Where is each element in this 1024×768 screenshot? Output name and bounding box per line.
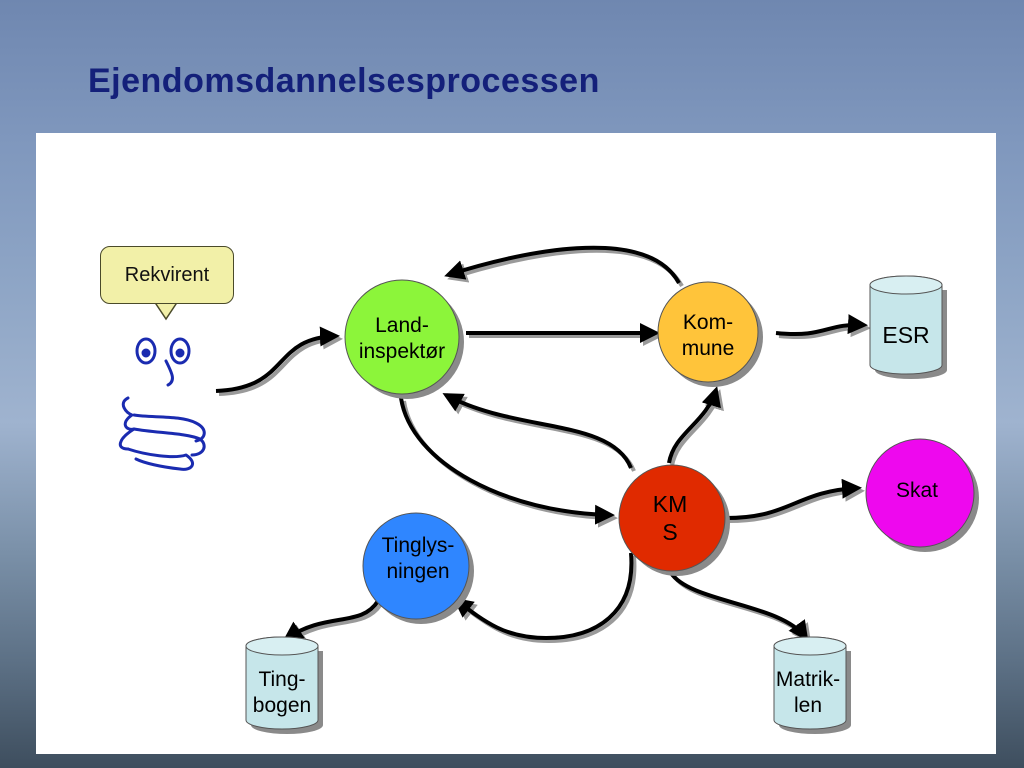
slide-title: Ejendomsdannelsesprocessen [88,62,600,100]
rekvirent-figure [118,337,206,471]
tingbogen-label-line1: Ting- [258,668,306,691]
edge-kms-matriklen [669,571,809,642]
esr-label-line1: ESR [882,322,930,348]
matriklen-label-line1: Matrik- [775,668,841,691]
kms-label-line1: KM [652,491,688,517]
tingbogen-label-line2: bogen [252,694,312,717]
kms-label-line2: S [662,519,678,545]
edge-kms-landinspektor [442,393,633,469]
edge-shadows [218,248,871,645]
landinspektor-label-line2: inspektør [358,340,446,363]
landinspektor-label-line1: Land- [375,314,429,337]
kms-label: KM S [653,490,688,546]
db-esr [869,275,947,379]
node-kommune [657,281,759,383]
edge-kms-tinglysningen [452,552,634,641]
kommune-label-line2: mune [681,337,735,360]
tingbogen-label: Ting- bogen [253,667,311,719]
db-tingbogen [245,636,323,734]
diagram-graphics [118,245,979,734]
kommune-label-line1: Kom- [682,311,734,334]
node-kms [618,464,726,572]
tinglysningen-label-line1: Tinglys- [381,534,455,557]
matriklen-label-line2: len [793,694,823,717]
landinspektor-label: Land- inspektør [359,313,445,365]
edge-kommune-landinspektor [444,245,681,284]
edge-kommune-esr [775,314,868,336]
bubble-tail [153,300,179,321]
kommune-label: Kom- mune [682,310,735,362]
node-landinspektor [344,279,460,395]
diagram-canvas: Rekvirent Land- inspektør Kom- mune KM S… [36,133,996,754]
skat-label-line1: Skat [895,479,939,502]
matriklen-label: Matrik- len [776,667,840,719]
rekvirent-speech-bubble: Rekvirent [100,246,234,304]
edge-kms-skat [725,478,862,520]
edge-rekvirent-landinspektor [215,326,340,393]
esr-label: ESR [882,322,929,348]
skat-label: Skat [896,478,938,504]
edge-tinglysningen-tingbogen [282,599,380,642]
db-matriklen [773,636,851,734]
tinglysningen-label-line2: ningen [386,560,450,583]
tinglysningen-label: Tinglys- ningen [382,533,455,585]
edge-landinspektor-kms [399,397,615,525]
node-tinglysningen [362,512,470,620]
edge-kms-kommune [667,386,721,464]
node-skat [865,438,975,548]
